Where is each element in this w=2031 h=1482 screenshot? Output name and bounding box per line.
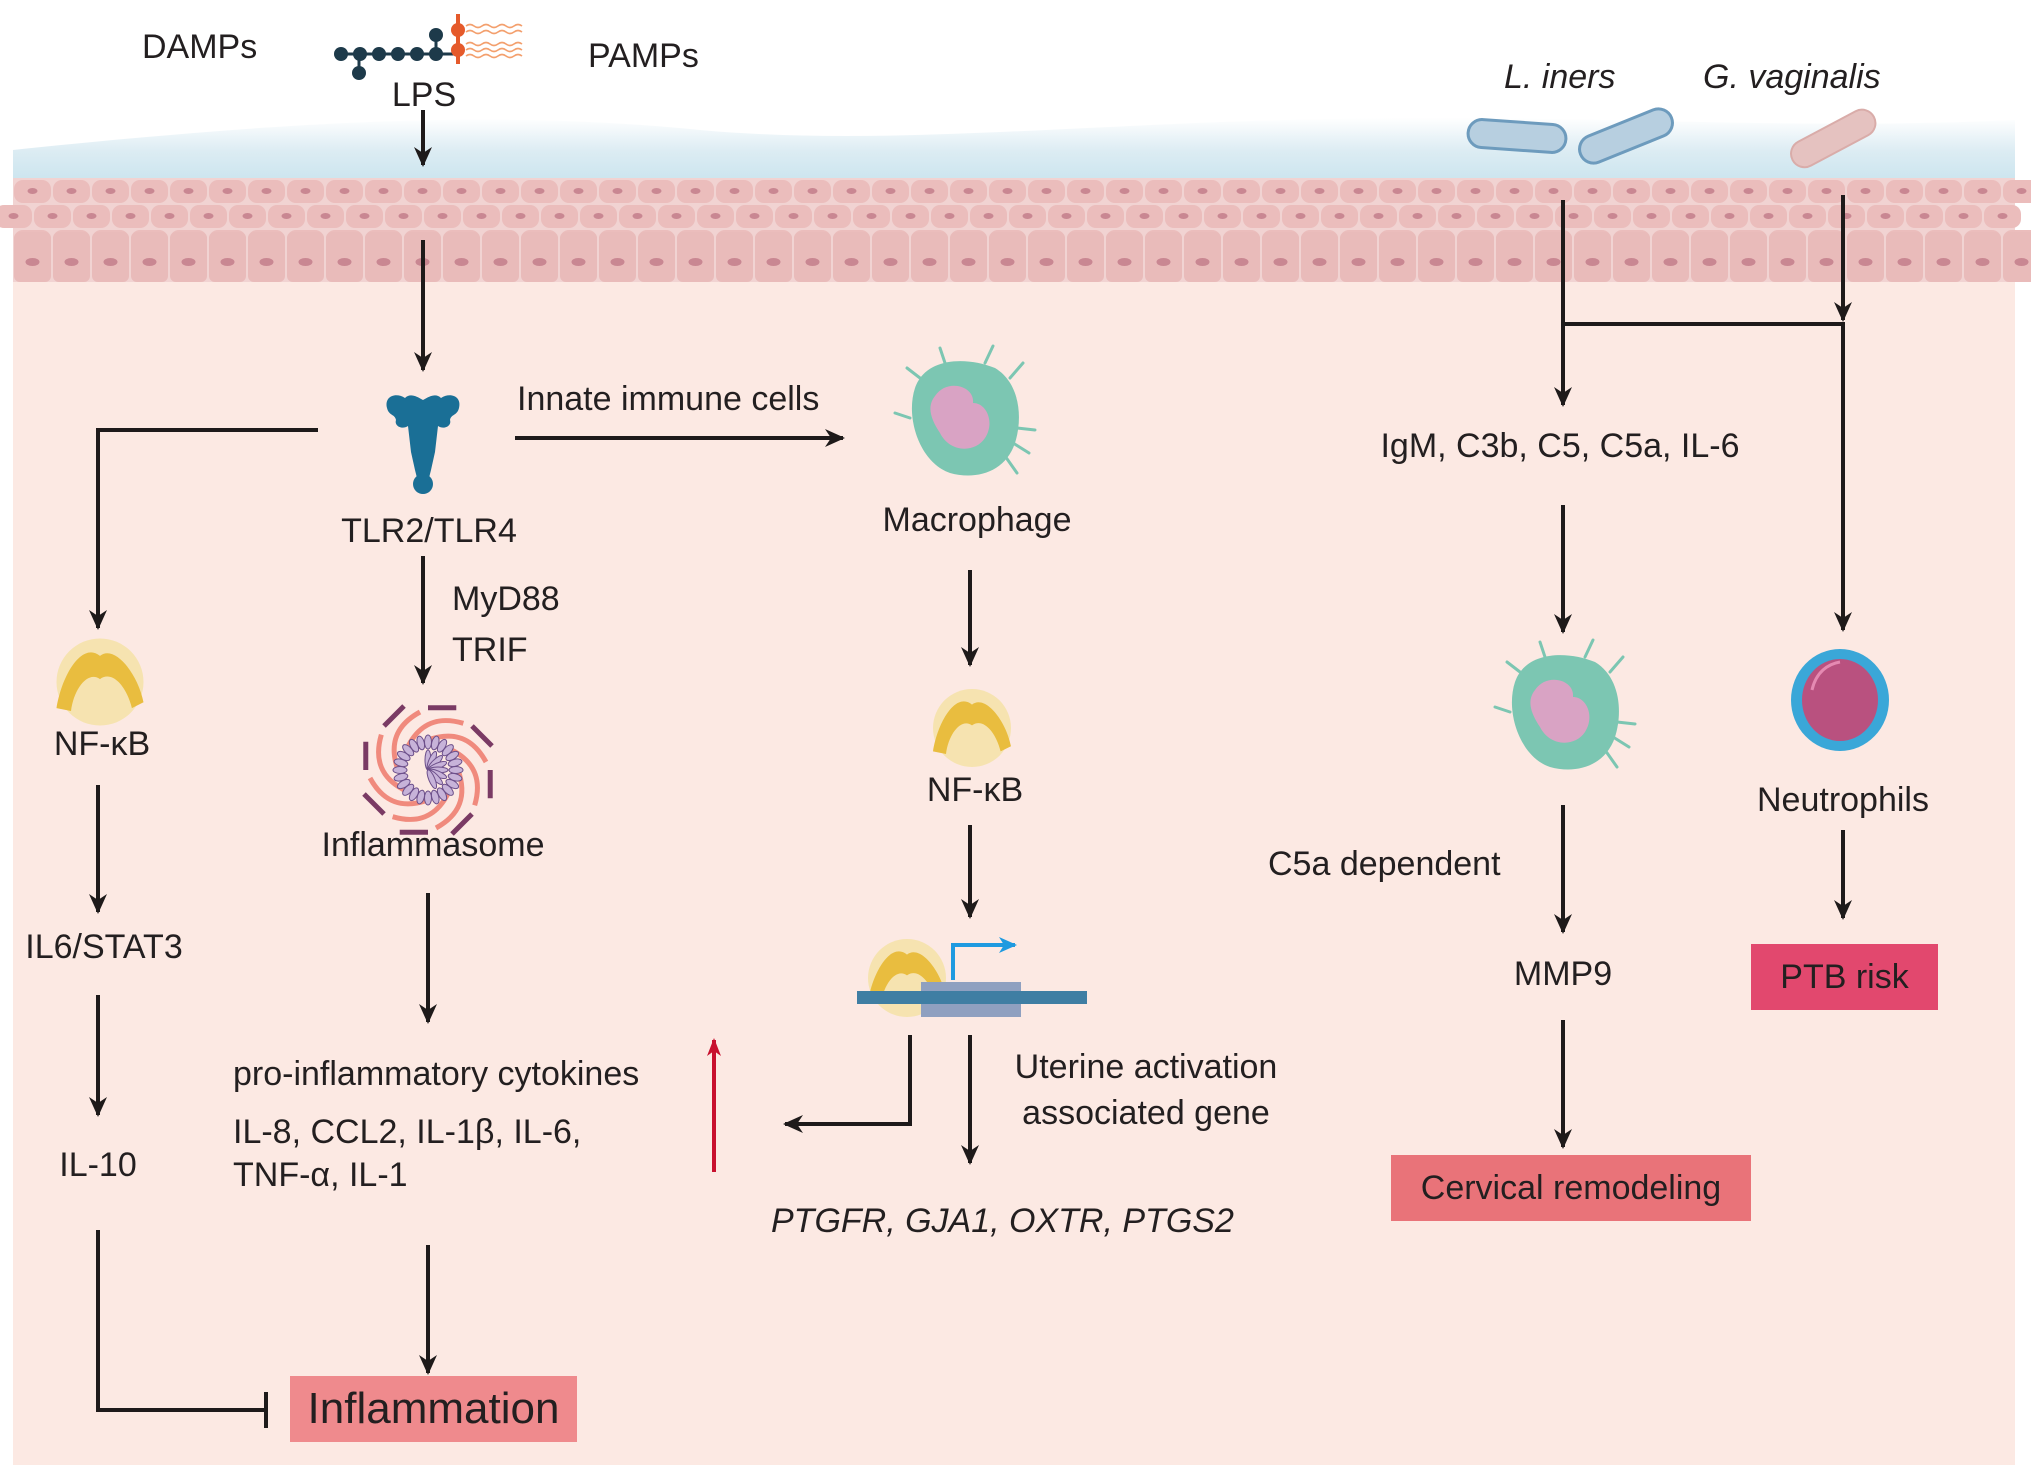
complement-label: IgM, C3b, C5, C5a, IL-6 bbox=[1380, 427, 1740, 465]
ptb-box-bg bbox=[1751, 944, 1938, 1010]
pamps-label: PAMPs bbox=[588, 37, 699, 75]
myd88-label: MyD88 bbox=[452, 580, 560, 618]
macrophage-label: Macrophage bbox=[882, 501, 1072, 539]
nfkb-label-left: NF-κB bbox=[53, 725, 151, 763]
nfkb-icon-2 bbox=[933, 689, 1011, 767]
cytokines-title: pro-inflammatory cytokines bbox=[233, 1055, 640, 1093]
il6-stat3-label: IL6/STAT3 bbox=[25, 928, 183, 966]
tlr-label: TLR2/TLR4 bbox=[341, 512, 517, 550]
cervical-box-bg bbox=[1391, 1155, 1751, 1221]
cervical-remodeling-box: Cervical remodeling bbox=[1420, 1168, 1722, 1207]
cytokines-line2: TNF-α, IL-1 bbox=[233, 1156, 408, 1194]
damps-label: DAMPs bbox=[142, 28, 258, 66]
inhibition-line bbox=[96, 1230, 266, 1412]
inflammation-box-bg bbox=[290, 1376, 577, 1442]
macrophage-icon bbox=[893, 344, 1037, 476]
nfkb-icon bbox=[56, 638, 144, 726]
inflammasome-icon bbox=[362, 704, 494, 836]
il10-label: IL-10 bbox=[59, 1146, 137, 1184]
gene-promoter-icon bbox=[857, 937, 1087, 1017]
neutrophils-label: Neutrophils bbox=[1757, 781, 1929, 819]
uterine-activation-label-1: Uterine activation bbox=[1014, 1048, 1278, 1086]
genes-label: PTGFR, GJA1, OXTR, PTGS2 bbox=[771, 1202, 1234, 1240]
mmp9-label: MMP9 bbox=[1513, 955, 1613, 993]
macrophage-icon-2 bbox=[1493, 638, 1637, 770]
l-iners-label: L. iners bbox=[1504, 58, 1616, 96]
l-iners-bacteria-icon bbox=[1466, 107, 1674, 165]
lps-label: LPS bbox=[391, 76, 457, 114]
ptb-risk-box: PTB risk bbox=[1780, 957, 1909, 996]
inflammation-box: Inflammation bbox=[307, 1384, 560, 1433]
epithelium-layer bbox=[0, 178, 2031, 282]
uterine-activation-label-2: associated gene bbox=[1022, 1094, 1270, 1132]
arrows bbox=[89, 110, 1852, 1428]
mucus-layer bbox=[13, 117, 2015, 185]
flow-arrow bbox=[783, 1035, 912, 1133]
trif-label: TRIF bbox=[452, 631, 528, 669]
cytokines-line1: IL-8, CCL2, IL-1β, IL-6, bbox=[233, 1113, 582, 1151]
tlr-receptor-icon bbox=[386, 395, 460, 494]
g-vaginalis-label: G. vaginalis bbox=[1703, 58, 1881, 96]
c5a-dependent-label: C5a dependent bbox=[1268, 845, 1501, 883]
g-vaginalis-bacteria-icon bbox=[1790, 108, 1877, 169]
inflammasome-label: Inflammasome bbox=[321, 826, 545, 864]
neutrophil-icon bbox=[1791, 649, 1889, 751]
tissue-background bbox=[13, 160, 2015, 1465]
flow-arrow bbox=[89, 428, 318, 630]
lps-molecule-icon bbox=[334, 14, 523, 80]
innate-immune-cells-label: Innate immune cells bbox=[517, 380, 820, 418]
nfkb-label-center: NF-κB bbox=[926, 771, 1024, 809]
